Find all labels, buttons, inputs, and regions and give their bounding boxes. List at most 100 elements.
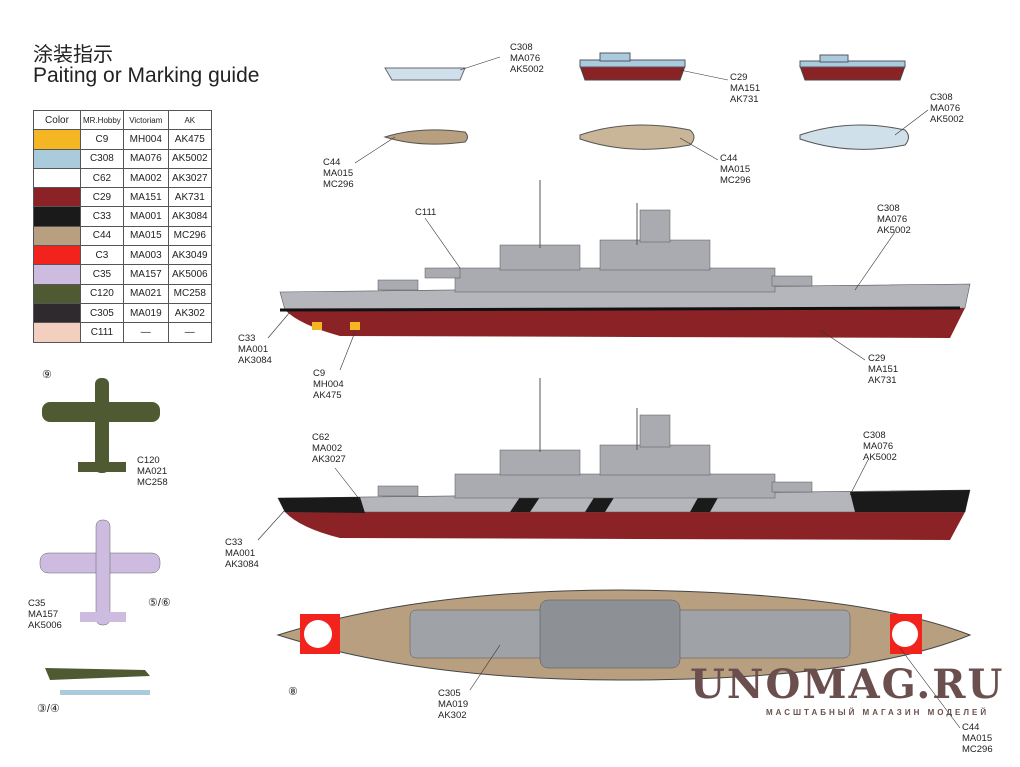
callout-code: AK5002 bbox=[877, 225, 911, 236]
marker-3-4: ③/④ bbox=[37, 703, 60, 715]
marker-5-6: ⑤/⑥ bbox=[148, 597, 171, 609]
motor-boat-top-view-tan bbox=[579, 124, 695, 150]
victoriam-code: — bbox=[122, 322, 169, 343]
callout-code: C308 bbox=[510, 42, 533, 53]
callout-code: C33 bbox=[225, 537, 243, 548]
callout-code: AK5002 bbox=[863, 452, 897, 463]
callout-code: AK731 bbox=[868, 375, 897, 386]
callout-code: AK5002 bbox=[930, 114, 964, 125]
color-table: Color MR.Hobby Victoriam AK C9 MH004 AK4… bbox=[33, 109, 212, 343]
boat-light-blue bbox=[384, 67, 466, 81]
callout-code: C44 bbox=[323, 157, 341, 168]
battleship-top-view bbox=[276, 589, 972, 681]
color-swatch bbox=[33, 148, 81, 169]
color-row: C305 MA019 AK302 bbox=[33, 302, 212, 324]
motor-boat-red bbox=[579, 52, 686, 81]
callout-code: MC296 bbox=[962, 744, 993, 755]
callout-code: MA001 bbox=[225, 548, 256, 559]
callout-code: AK5006 bbox=[28, 620, 62, 631]
callout-code: MA076 bbox=[930, 103, 961, 114]
callout-code: C111 bbox=[415, 207, 437, 218]
callout-code: C33 bbox=[238, 333, 256, 344]
motor-boat-top-view-blue bbox=[799, 124, 909, 150]
callout-code: MA076 bbox=[510, 53, 541, 64]
battleship-side-view-2 bbox=[277, 378, 971, 540]
callout-code: MA021 bbox=[137, 466, 168, 477]
callout-code: MA015 bbox=[962, 733, 993, 744]
callout-code: MA015 bbox=[323, 168, 354, 179]
callout-code: MA015 bbox=[720, 164, 751, 175]
watermark-title: UNOMAG.RU bbox=[690, 661, 1005, 708]
watermark-subtitle: МАСШТАБНЫЙ МАГАЗИН МОДЕЛЕЙ bbox=[766, 708, 990, 717]
color-swatch bbox=[33, 302, 81, 324]
battleship-side-view-1 bbox=[279, 180, 971, 338]
callout-code: AK3027 bbox=[312, 454, 346, 465]
color-swatch bbox=[33, 129, 81, 150]
callout-code: C44 bbox=[962, 722, 980, 733]
ak-code: — bbox=[167, 322, 212, 343]
color-row: C9 MH004 AK475 bbox=[33, 129, 212, 150]
callout-code: AK475 bbox=[313, 390, 342, 401]
callout-code: AK5002 bbox=[510, 64, 544, 75]
color-row: C62 MA002 AK3027 bbox=[33, 167, 212, 189]
callout-code: MA001 bbox=[238, 344, 269, 355]
motor-boat-red-2 bbox=[799, 54, 906, 81]
callout-code: MC296 bbox=[720, 175, 751, 186]
title-chinese: 涂装指示 bbox=[33, 44, 113, 66]
callout-code: C308 bbox=[863, 430, 886, 441]
callout-code: MA019 bbox=[438, 699, 469, 710]
callout-code: C62 bbox=[312, 432, 330, 443]
color-swatch bbox=[33, 264, 81, 285]
title-english: Paiting or Marking guide bbox=[33, 64, 260, 87]
callout-code: C305 bbox=[438, 688, 461, 699]
callout-code: AK3084 bbox=[238, 355, 272, 366]
color-swatch bbox=[33, 322, 81, 343]
callout-code: MC296 bbox=[323, 179, 354, 190]
seaplane-lilac bbox=[39, 519, 161, 626]
color-row: C111 — — bbox=[33, 322, 212, 343]
callout-code: MA151 bbox=[868, 364, 899, 375]
callout-code: C9 bbox=[313, 368, 326, 379]
color-row: C120 MA021 MC258 bbox=[33, 283, 212, 304]
color-row: C308 MA076 AK5002 bbox=[33, 148, 212, 169]
boat-top-view bbox=[383, 129, 468, 145]
callout-code: C29 bbox=[730, 72, 748, 83]
color-row: C3 MA003 AK3049 bbox=[33, 245, 212, 266]
callout-code: AK302 bbox=[438, 710, 467, 721]
seaplane-green bbox=[42, 378, 160, 473]
callout-code: MA151 bbox=[730, 83, 761, 94]
seaplane-side bbox=[45, 668, 150, 695]
callout-code: MA157 bbox=[28, 609, 59, 620]
callout-code: C44 bbox=[720, 153, 738, 164]
callout-code: C120 bbox=[137, 455, 160, 466]
callout-code: C308 bbox=[930, 92, 953, 103]
callout-code: MA002 bbox=[312, 443, 343, 454]
marker-8: ⑧ bbox=[288, 686, 298, 698]
color-swatch bbox=[33, 167, 81, 189]
callout-code: C35 bbox=[28, 598, 46, 609]
color-swatch bbox=[33, 245, 81, 266]
mrhobby-code: C111 bbox=[80, 322, 124, 343]
callout-code: MA076 bbox=[863, 441, 894, 452]
callout-code: C308 bbox=[877, 203, 900, 214]
callout-code: AK3084 bbox=[225, 559, 259, 570]
callout-code: MC258 bbox=[137, 477, 168, 488]
marker-9: ⑨ bbox=[42, 369, 52, 381]
